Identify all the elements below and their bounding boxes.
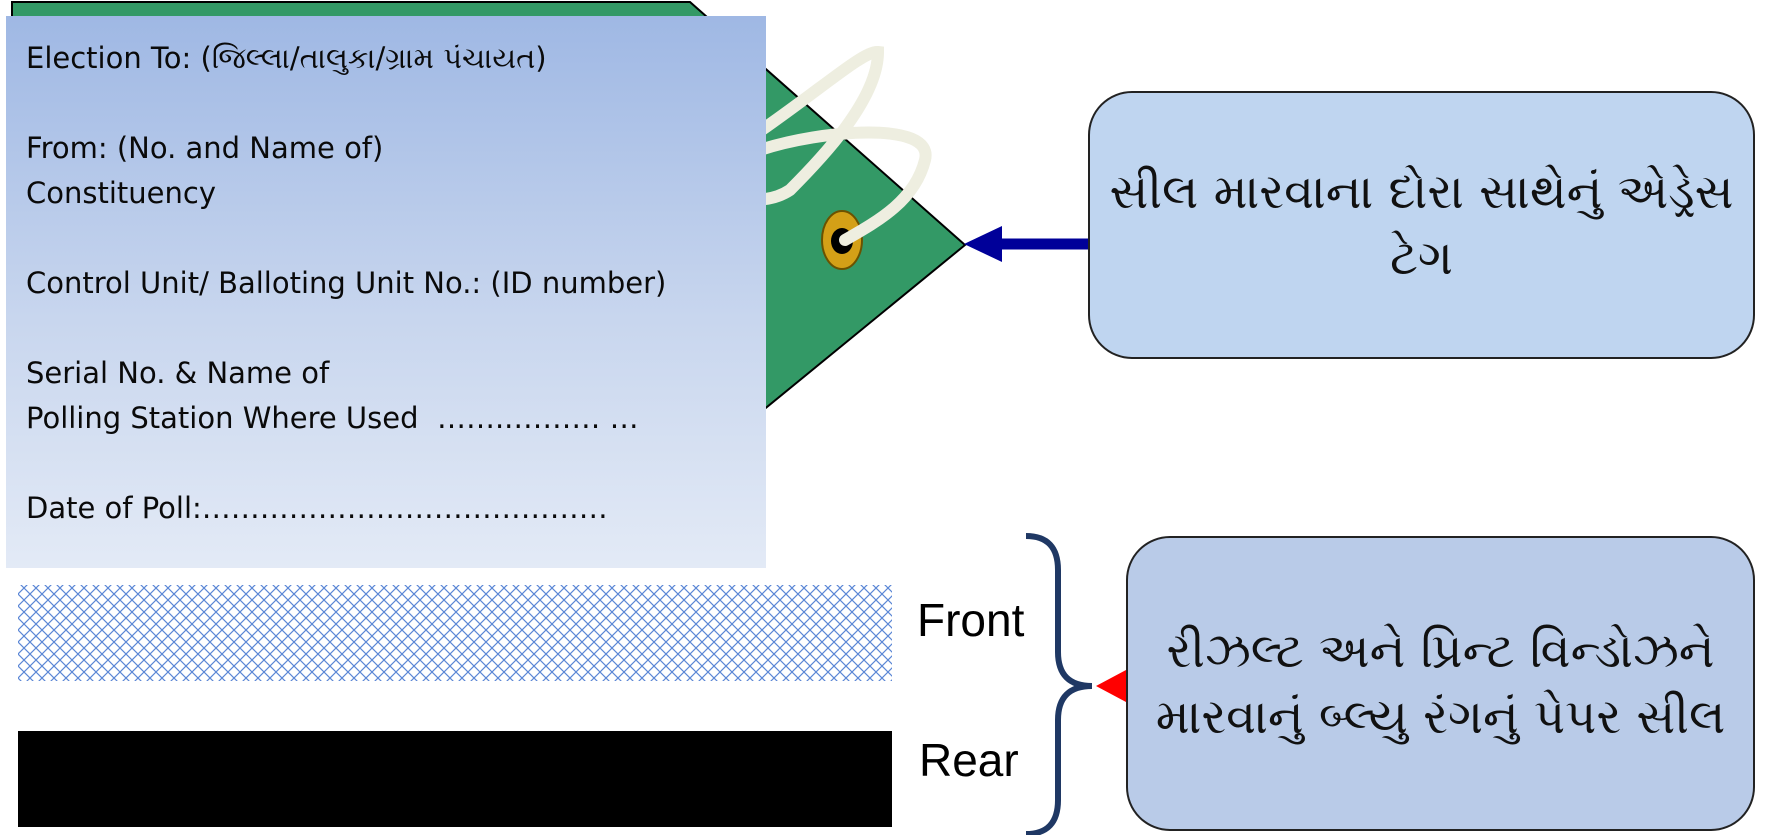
polling-station-line: Polling Station Where Used ……..……… … — [26, 401, 639, 435]
election-to-line: Election To: (જિલ્લા/તાલુકા/ગ્રામ પંચાયત… — [26, 41, 547, 75]
unit-number-line: Control Unit/ Balloting Unit No.: (ID nu… — [26, 266, 667, 300]
from-line: From: (No. and Name of) — [26, 131, 384, 165]
tag-arrow-head — [964, 226, 1002, 262]
paper-seal-rear-strip — [18, 731, 892, 827]
address-tag-callout-text: સીલ મારવાના દોરા સાથેનું એડ્રેસ ટેગ — [1109, 164, 1734, 286]
address-tag-callout: સીલ મારવાના દોરા સાથેનું એડ્રેસ ટેગ — [1088, 91, 1755, 359]
constituency-line: Constituency — [26, 176, 216, 210]
serial-name-line: Serial No. & Name of — [26, 356, 330, 390]
spacer — [26, 441, 746, 486]
front-label: Front — [917, 594, 1025, 646]
spacer — [26, 216, 746, 261]
address-tag-card: Election To: (જિલ્લા/તાલુકા/ગ્રામ પંચાયત… — [6, 16, 766, 568]
paper-seal-front-strip — [18, 585, 892, 681]
spacer — [26, 306, 746, 351]
paper-seal-callout-text: રીઝલ્ટ અને પ્રિન્ટ વિન્ડોઝને મારવાનું બ્… — [1155, 622, 1726, 745]
side-brace — [1025, 533, 1093, 835]
rear-label: Rear — [919, 734, 1019, 786]
paper-seal-callout: રીઝલ્ટ અને પ્રિન્ટ વિન્ડોઝને મારવાનું બ્… — [1126, 536, 1755, 831]
date-of-poll-line: Date of Poll:…………………………………… — [26, 491, 608, 525]
spacer — [26, 81, 746, 126]
